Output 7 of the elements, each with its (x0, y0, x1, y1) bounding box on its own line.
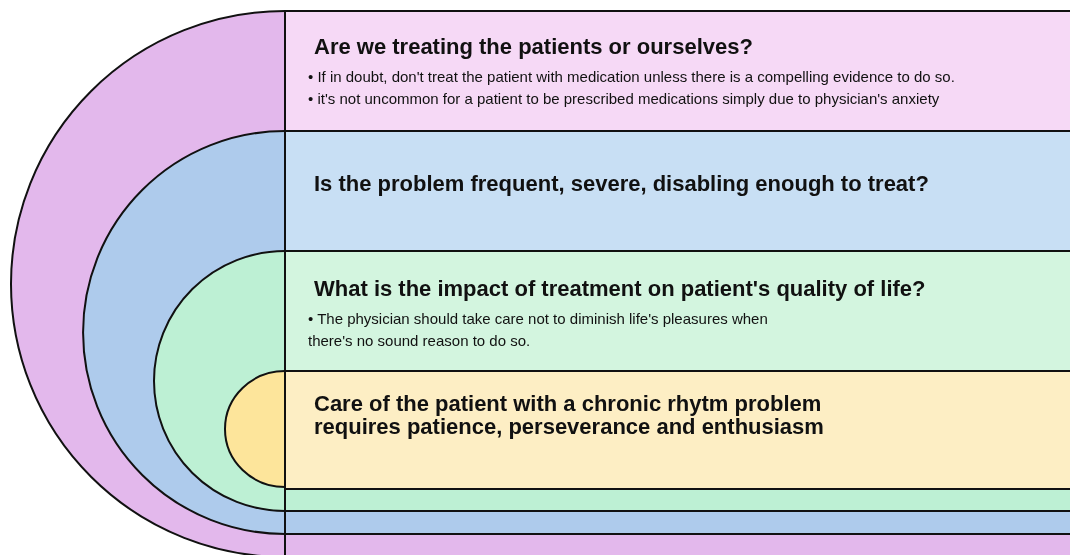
band-heading: Care of the patient with a chronic rhytm problem requires patience, perseverance and enthusiasm (314, 392, 825, 438)
bullet-point: • it's not uncommon for a patient to be prescribed medications simply due to physician's anxiety (308, 89, 941, 109)
bullet-point: • If in doubt, don't treat the patient with medication unless there is a compelling evidence to do so. (308, 67, 955, 87)
band-heading: Is the problem frequent, severe, disabling enough to treat? (314, 172, 929, 195)
band-heading: Are we treating the patients or ourselves? (314, 35, 754, 58)
bullet-point: • The physician should take care not to diminish life's pleasures when there's no sound reason to do so. (308, 309, 769, 351)
band-heading: What is the impact of treatment on patient's quality of life? (314, 277, 926, 300)
